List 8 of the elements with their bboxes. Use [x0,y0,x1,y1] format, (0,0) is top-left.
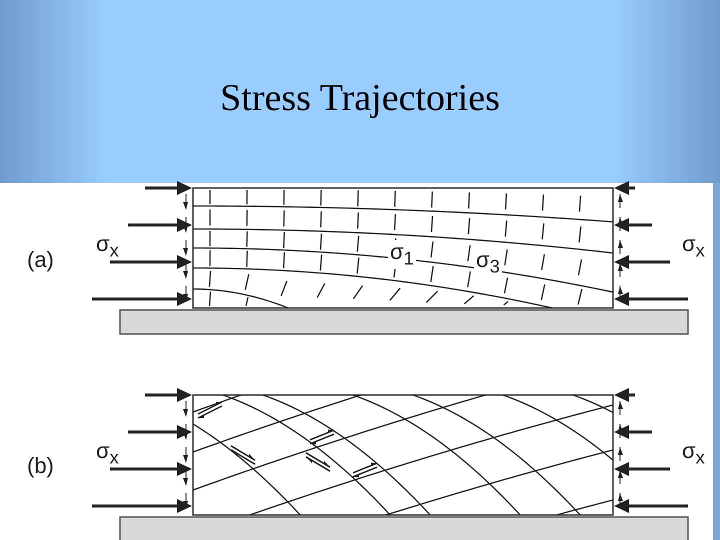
stress-symbol: σ$_{1}$ [388,240,416,269]
panel-label: (a) [27,249,54,271]
stress-symbol: σ$_{x}$ [96,233,119,260]
stress-symbol: σ$_{x}$ [96,440,119,467]
stress-symbol: σ$_{x}$ [682,440,705,467]
slide-title: Stress Trajectories [219,76,501,120]
stress-symbol: σ$_{x}$ [682,233,705,260]
panel-label: (b) [27,455,54,477]
